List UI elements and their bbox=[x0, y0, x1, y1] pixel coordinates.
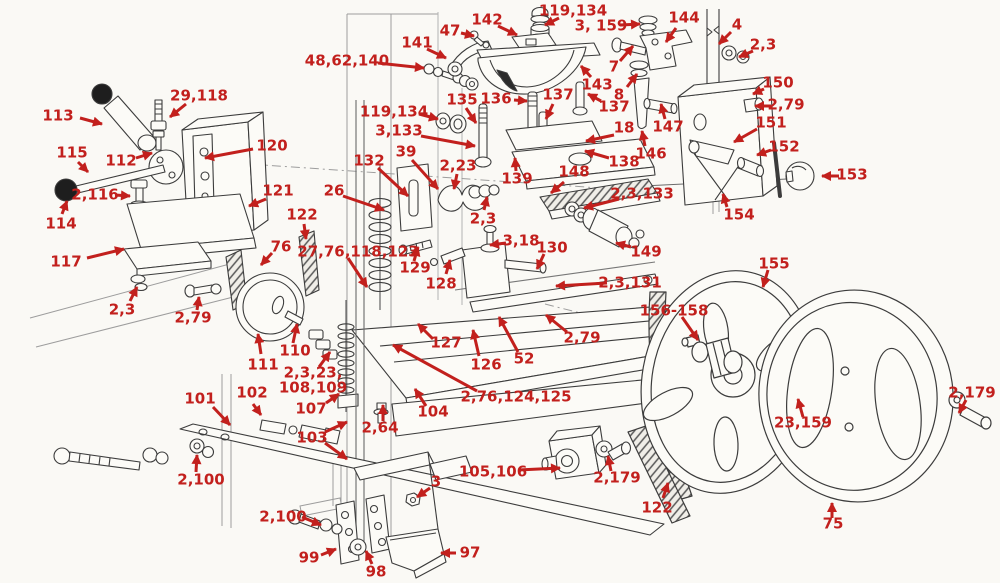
label-arrow bbox=[413, 388, 428, 407]
center-column-springs bbox=[308, 100, 392, 545]
label-arrow bbox=[114, 190, 131, 201]
label-arrow bbox=[416, 486, 431, 499]
label-arrow bbox=[211, 405, 232, 427]
label-arrow bbox=[248, 197, 267, 208]
label-arrow bbox=[638, 130, 649, 147]
label-arrow bbox=[658, 103, 669, 120]
label-arrow bbox=[128, 286, 139, 302]
part-146-pin bbox=[633, 77, 650, 130]
label-arrow bbox=[320, 547, 337, 557]
label-arrow bbox=[259, 251, 274, 267]
label-arrow bbox=[584, 148, 610, 160]
part-138-block bbox=[505, 120, 603, 151]
label-arrow bbox=[615, 240, 632, 251]
label-arrow bbox=[618, 45, 635, 62]
label-arrow bbox=[346, 257, 369, 288]
label-arrow bbox=[738, 48, 754, 59]
label-arrow bbox=[416, 322, 435, 341]
label-arrow bbox=[604, 455, 615, 472]
label-arrow bbox=[377, 61, 425, 72]
label-arrow bbox=[364, 550, 375, 565]
label-arrow bbox=[450, 173, 461, 190]
label-arrow bbox=[510, 157, 521, 172]
label-arrow bbox=[59, 200, 69, 215]
label-arrow bbox=[251, 403, 263, 416]
label-arrow bbox=[583, 197, 620, 211]
label-arrow bbox=[86, 246, 125, 260]
label-arrow bbox=[290, 323, 301, 344]
label-arrow bbox=[420, 134, 476, 150]
part-101-bar bbox=[179, 423, 665, 536]
label-arrow bbox=[169, 102, 187, 119]
label-arrow bbox=[752, 85, 765, 96]
label-arrow bbox=[470, 329, 481, 357]
label-arrow bbox=[535, 253, 546, 270]
label-arrow bbox=[680, 316, 700, 341]
label-arrow bbox=[325, 392, 340, 405]
label-arrow bbox=[324, 420, 348, 434]
part-98-washer bbox=[349, 538, 367, 556]
pulley-and-belt-fork bbox=[225, 230, 320, 342]
label-arrow bbox=[619, 19, 641, 30]
label-arrow bbox=[79, 116, 103, 127]
label-arrow bbox=[442, 259, 453, 275]
label-arrow bbox=[135, 150, 153, 161]
carriage-mechanism bbox=[396, 163, 661, 313]
part-102-fittings bbox=[259, 419, 287, 435]
label-arrow bbox=[410, 158, 440, 191]
label-arrow bbox=[191, 454, 202, 473]
ball-knob-113 bbox=[91, 83, 113, 105]
label-arrow bbox=[76, 160, 90, 174]
label-arrow bbox=[489, 238, 507, 249]
label-arrow bbox=[555, 280, 608, 291]
label-arrow bbox=[660, 482, 670, 499]
label-arrow bbox=[513, 95, 528, 106]
label-arrow bbox=[299, 223, 310, 240]
label-arrow bbox=[585, 133, 615, 145]
label-arrow bbox=[480, 196, 490, 211]
top-clamp-assembly bbox=[423, 7, 815, 206]
label-arrow bbox=[497, 316, 520, 353]
label-arrow bbox=[192, 296, 203, 311]
flywheel-and-guard bbox=[627, 270, 992, 524]
label-arrow bbox=[392, 343, 478, 393]
label-arrow bbox=[733, 127, 758, 144]
label-arrow bbox=[497, 24, 518, 37]
label-arrow bbox=[301, 515, 322, 527]
label-arrow bbox=[720, 193, 731, 208]
label-arrow bbox=[760, 269, 771, 288]
label-arrow bbox=[587, 92, 602, 103]
label-arrow bbox=[544, 103, 555, 120]
label-arrow bbox=[517, 463, 561, 474]
label-arrow bbox=[717, 30, 733, 46]
label-arrow bbox=[460, 29, 475, 39]
label-arrow bbox=[545, 313, 568, 334]
label-arrow bbox=[254, 333, 265, 355]
label-arrow bbox=[342, 194, 385, 212]
label-arrow bbox=[795, 398, 806, 418]
label-arrow bbox=[426, 47, 447, 60]
label-arrow bbox=[324, 441, 348, 461]
part-111-pulley bbox=[235, 272, 305, 342]
label-arrow bbox=[756, 147, 772, 157]
label-arrow bbox=[204, 147, 254, 162]
label-arrow bbox=[957, 399, 968, 414]
label-arrow bbox=[410, 246, 421, 262]
label-arrow bbox=[664, 27, 678, 43]
label-arrow bbox=[544, 16, 560, 27]
label-arrow bbox=[579, 64, 593, 79]
label-arrow bbox=[550, 180, 565, 195]
label-arrow bbox=[376, 166, 410, 198]
label-arrow bbox=[317, 351, 332, 368]
label-arrow bbox=[418, 111, 439, 122]
label-arrow bbox=[625, 73, 639, 88]
part-156-158-hub bbox=[681, 334, 743, 379]
part-4-post bbox=[706, 9, 720, 90]
label-arrow bbox=[464, 107, 478, 124]
